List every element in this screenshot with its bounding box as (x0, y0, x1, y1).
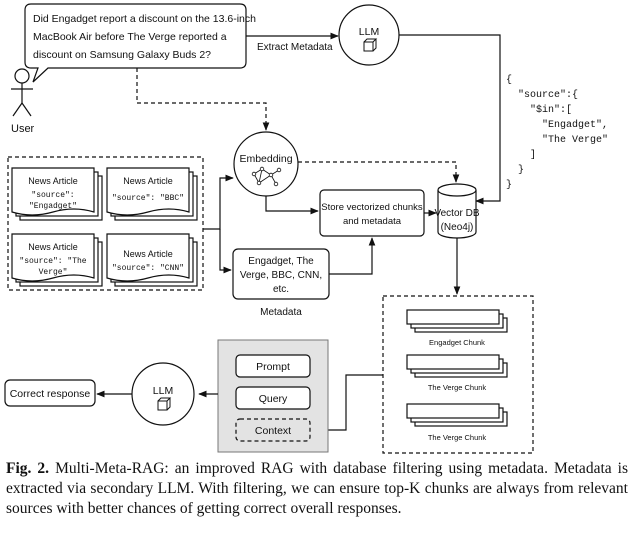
news-article-bbc: News Article "source": "BBC" (106, 167, 198, 221)
metadata-to-store-arrow (329, 237, 376, 275)
metadata-filter-json: { "source":{ "$in":[ "Engadget", "The Ve… (506, 74, 608, 191)
chunk-stack-the-verge-1: The Verge Chunk (406, 354, 508, 392)
store-chunks-box: Store vectorized chunks and metadata (319, 189, 425, 237)
json-line: { (506, 74, 512, 86)
vector-db-label: (Neo4j) (441, 222, 474, 233)
prompt-item: Query (259, 393, 288, 405)
article-source: "source": "CNN" (112, 264, 184, 273)
json-line: "source":{ (506, 89, 578, 101)
question-bubble: Did Engadget report a discount on the 13… (24, 3, 256, 83)
json-line: "$in":[ (506, 104, 572, 116)
news-article-cnn: News Article "source": "CNN" (106, 233, 198, 287)
caption-text: Multi-Meta-RAG: an improved RAG with dat… (6, 460, 628, 517)
json-line: "Engadget", (506, 119, 608, 131)
correct-response-box: Correct response (4, 379, 96, 407)
extract-metadata-label: Extract Metadata (257, 42, 333, 53)
vector-db-cylinder: Vector DB (Neo4j) (434, 183, 480, 239)
question-line: MacBook Air before The Verge reported a (33, 31, 227, 43)
json-line: ] (506, 149, 536, 161)
prompt-item: Prompt (256, 361, 290, 373)
llm-top: LLM (338, 4, 400, 66)
correct-response-label: Correct response (10, 388, 91, 400)
metadata-caption: Metadata (260, 307, 302, 318)
article-source: "source": (31, 191, 74, 200)
vector-db-label: Vector DB (434, 208, 479, 219)
embedding-to-store-arrow (265, 196, 319, 215)
json-line: } (506, 179, 512, 191)
news-article-engadget: News Article "source": "Engadget" (11, 167, 103, 221)
article-title: News Article (123, 249, 173, 259)
article-title: News Article (28, 242, 78, 252)
chunk-label: The Verge Chunk (428, 433, 487, 442)
article-title: News Article (123, 176, 173, 186)
articles-to-metadata-arrow (219, 229, 232, 274)
network-icon (251, 166, 282, 187)
json-line: "The Verge" (506, 134, 608, 146)
llm-to-vector-db-arrow (399, 34, 501, 205)
llm-label: LLM (359, 26, 379, 38)
chunk-label: The Verge Chunk (428, 383, 487, 392)
article-source: "Engadget" (29, 202, 77, 211)
chunks-to-context-arrow (313, 374, 383, 434)
llm-bottom: LLM (131, 362, 195, 426)
article-source: "source": "The (19, 257, 86, 266)
metadata-line: Verge, BBC, CNN, (240, 270, 322, 281)
figure-label: Fig. 2. (6, 460, 50, 477)
article-source: Verge" (39, 268, 68, 277)
metadata-line: Engadget, The (248, 256, 314, 267)
rag-diagram: Did Engadget report a discount on the 13… (4, 3, 608, 454)
json-line: } (506, 164, 524, 176)
question-line: Did Engadget report a discount on the 13… (33, 13, 256, 25)
metadata-box: Engadget, The Verge, BBC, CNN, etc. (232, 248, 330, 300)
cube-icon (157, 397, 172, 411)
chunk-stack-engadget: Engadget Chunk (406, 309, 508, 347)
figure-caption: Fig. 2. Multi-Meta-RAG: an improved RAG … (6, 459, 628, 519)
cube-icon (363, 38, 378, 52)
embedding-node: Embedding (233, 131, 299, 197)
question-line: discount on Samsung Galaxy Buds 2? (33, 49, 211, 61)
embedding-label: Embedding (239, 153, 292, 165)
store-label-line: and metadata (343, 216, 402, 227)
question-to-embedding-arrow (136, 68, 270, 131)
chunk-label: Engadget Chunk (429, 338, 485, 347)
metadata-line: etc. (273, 284, 289, 295)
store-label-line: Store vectorized chunks (321, 202, 423, 213)
article-title: News Article (28, 176, 78, 186)
prompt-item: Context (255, 425, 291, 437)
prompt-panel: Prompt Query Context (217, 339, 329, 453)
user-icon (11, 68, 33, 117)
user-label: User (11, 123, 35, 135)
llm-label: LLM (153, 385, 173, 397)
chunk-stack-the-verge-2: The Verge Chunk (406, 403, 508, 442)
embedding-to-vector-db-arrow (298, 161, 460, 183)
articles-to-embedding-arrow (203, 174, 234, 230)
news-article-the-verge: News Article "source": "The Verge" (11, 233, 103, 287)
article-source: "source": "BBC" (112, 194, 184, 203)
news-articles-container (7, 156, 204, 291)
